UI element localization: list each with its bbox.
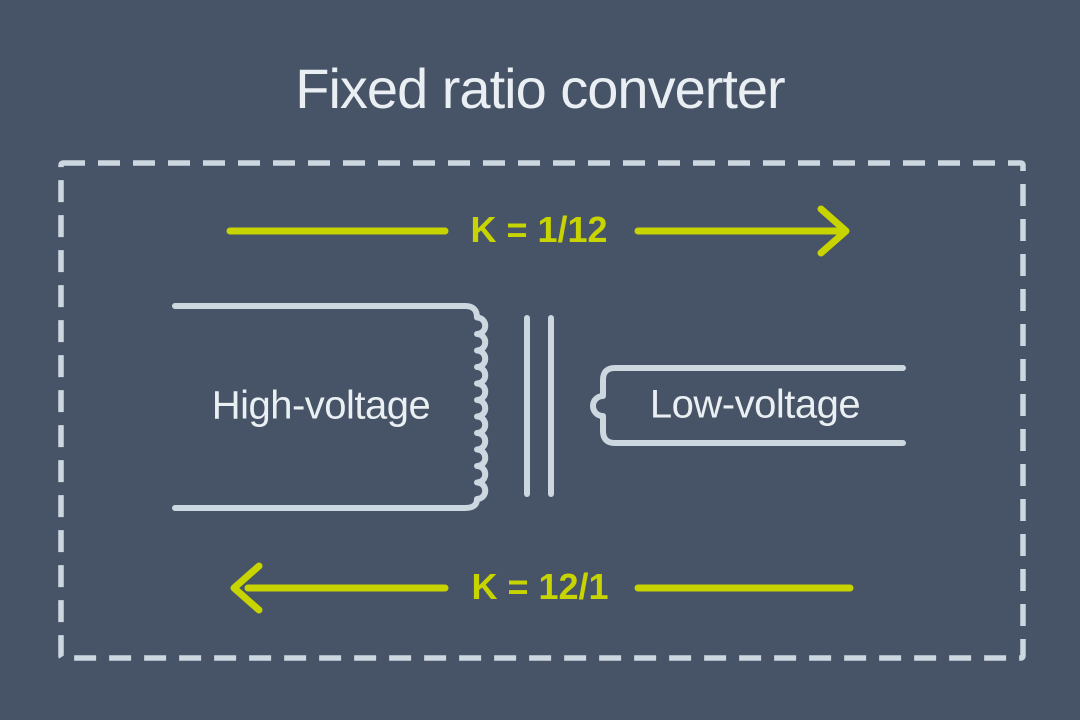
dashed-border (58, 160, 1026, 661)
left-arrowhead-icon (230, 562, 263, 614)
high-voltage-winding-coil (172, 303, 489, 511)
transformer-core-icon (524, 315, 554, 497)
low-voltage-winding-coil (590, 365, 906, 446)
bottom-arrow-ratio-label: K = 12/1 (471, 566, 609, 607)
high-voltage-label: High-voltage (211, 383, 431, 428)
left-arrow-icon (230, 562, 854, 614)
right-arrowhead-icon (817, 205, 850, 257)
top-arrow-ratio-label: K = 1/12 (470, 209, 608, 250)
page-title: Fixed ratio converter (295, 57, 785, 120)
low-voltage-label: Low-voltage (649, 382, 861, 427)
right-arrow-icon (226, 205, 850, 257)
